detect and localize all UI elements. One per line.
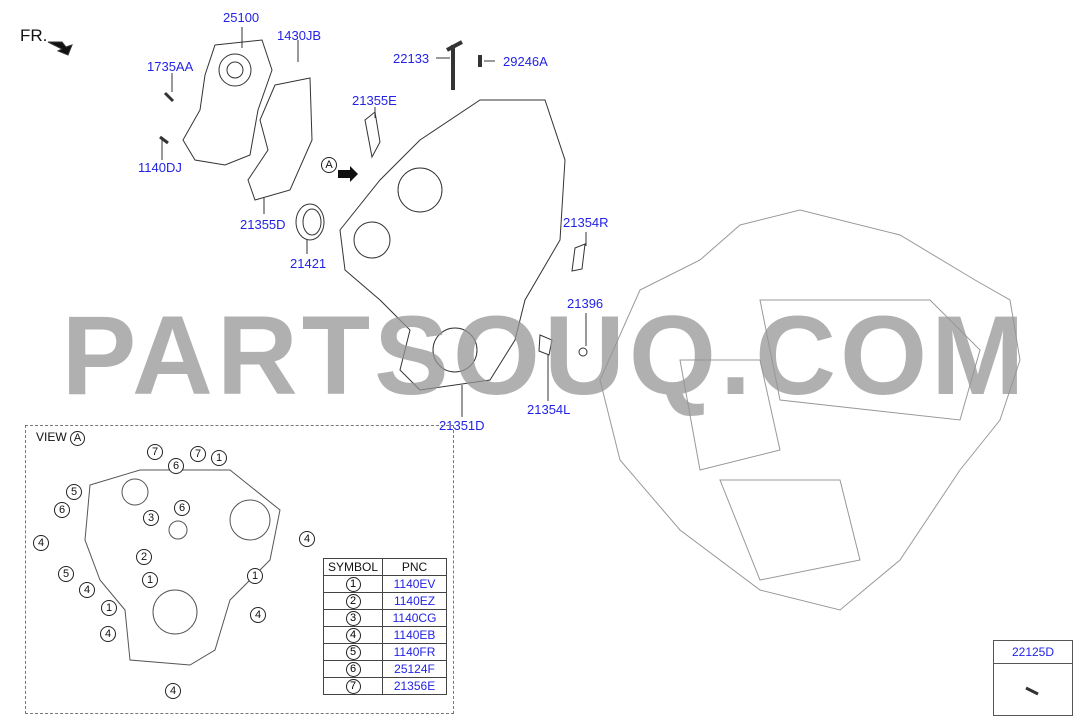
pnc-link[interactable]: 1140FR: [382, 643, 448, 661]
pnc-link[interactable]: 1140EZ: [382, 592, 448, 610]
gasket-21355e: [364, 111, 381, 159]
gasket-21354r: [571, 243, 586, 272]
callout-symbol: 6: [168, 458, 184, 474]
pump-gasket: [247, 77, 313, 201]
symbol-header: SYMBOL: [322, 558, 384, 576]
view-label: VIEW: [36, 430, 67, 444]
symbol-circle: 3: [345, 611, 361, 626]
part-label-1430jb[interactable]: 1430JB: [277, 28, 322, 43]
oil-seal: [295, 203, 325, 241]
symbol-row: 2 1140EZ: [322, 592, 448, 610]
callout-symbol: 6: [54, 502, 70, 518]
symbol-row: 6 25124F: [322, 660, 448, 678]
callout-symbol: 4: [100, 626, 116, 642]
symbol-circle: 7: [345, 679, 361, 694]
symbol-cell: 1: [322, 575, 384, 593]
symbol-circle: 1: [345, 577, 361, 592]
view-marker: A: [70, 431, 86, 446]
callout-symbol: 1: [211, 450, 227, 466]
pnc-header: PNC: [382, 558, 448, 576]
part-label-21354r[interactable]: 21354R: [563, 215, 609, 230]
pnc-link[interactable]: 1140EB: [382, 626, 448, 644]
part-label-21396[interactable]: 21396: [567, 296, 604, 311]
pin-icon: [1025, 686, 1039, 696]
part-label-21351d[interactable]: 21351D: [439, 418, 485, 433]
callout-symbol: 4: [250, 607, 266, 623]
symbol-row: 7 21356E: [322, 677, 448, 695]
callout-symbol: 3: [143, 510, 159, 526]
symbol-row: 3 1140CG: [322, 609, 448, 627]
pnc-link[interactable]: 1140EV: [382, 575, 448, 593]
part-label-25100[interactable]: 25100: [223, 10, 260, 25]
part-label-22125d[interactable]: 22125D: [994, 641, 1072, 664]
front-arrow-icon: [47, 41, 73, 56]
symbol-circle: 2: [345, 594, 361, 609]
symbol-circle: 4: [345, 628, 361, 643]
view-a-panel: [25, 425, 454, 714]
callout-symbol: 5: [66, 484, 82, 500]
watermark: PARTSOUQ.COM: [61, 293, 1029, 418]
part-label-1735aa[interactable]: 1735AA: [147, 59, 194, 74]
symbol-row: 5 1140FR: [322, 643, 448, 661]
symbol-cell: 3: [322, 609, 384, 627]
callout-symbol: 4: [33, 535, 49, 551]
part-box-22125d: 22125D: [993, 640, 1073, 716]
part-label-21355d[interactable]: 21355D: [240, 217, 286, 232]
callout-symbol: 5: [58, 566, 74, 582]
part-label-21355e[interactable]: 21355E: [352, 93, 397, 108]
timing-chain-cover: [339, 99, 566, 391]
symbol-circle: 6: [345, 662, 361, 677]
symbol-cell: 5: [322, 643, 384, 661]
callout-symbol: 1: [247, 568, 263, 584]
part-label-22133[interactable]: 22133: [393, 51, 430, 66]
part-label-29246a[interactable]: 29246A: [503, 54, 548, 69]
part-label-21354l[interactable]: 21354L: [527, 402, 571, 417]
pnc-link[interactable]: 21356E: [382, 677, 448, 695]
engine-block-outline: [599, 209, 1021, 611]
callout-symbol: 1: [142, 572, 158, 588]
part-label-1140dj[interactable]: 1140DJ: [138, 160, 182, 175]
callout-symbol: 1: [101, 600, 117, 616]
symbol-row: 4 1140EB: [322, 626, 448, 644]
callout-symbol: 7: [147, 444, 163, 460]
view-a-marker: A: [321, 157, 337, 173]
gasket-21354l: [538, 334, 553, 356]
view-arrow-icon: [338, 166, 358, 182]
water-pump: [182, 39, 273, 166]
callout-symbol: 7: [190, 446, 206, 462]
symbol-cell: 4: [322, 626, 384, 644]
callout-symbol: 2: [136, 549, 152, 565]
part-label-21421[interactable]: 21421: [290, 256, 327, 271]
symbol-row: 1 1140EV: [322, 575, 448, 593]
pnc-link[interactable]: 25124F: [382, 660, 448, 678]
callout-symbol: 4: [299, 531, 315, 547]
symbol-cell: 2: [322, 592, 384, 610]
callout-symbol: 6: [174, 500, 190, 516]
callout-symbol: 4: [79, 582, 95, 598]
front-direction-label: FR.: [20, 26, 48, 45]
callout-symbol: 4: [165, 683, 181, 699]
view-a-title: VIEW A: [36, 430, 86, 446]
symbol-cell: 7: [322, 677, 384, 695]
symbol-circle: 5: [345, 645, 361, 660]
symbol-cell: 6: [322, 660, 384, 678]
pnc-link[interactable]: 1140CG: [382, 609, 448, 627]
